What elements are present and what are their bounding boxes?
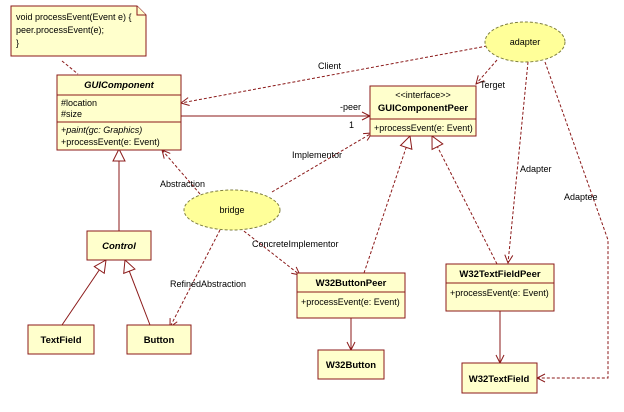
gui-component-attr-size: #size xyxy=(61,109,82,119)
gui-component-op-paint: +paint(gc: Graphics) xyxy=(61,125,142,135)
w32-button-peer-op: +processEvent(e: Event) xyxy=(301,297,400,307)
class-text-field[interactable]: TextField xyxy=(27,324,95,355)
button-name: Button xyxy=(144,335,175,346)
control-name: Control xyxy=(102,241,136,252)
concrete-implementor-role-label: ConcreteImplementor xyxy=(252,239,339,249)
gui-component-peer-name: GUIComponentPeer xyxy=(378,103,469,114)
text-field-name: TextField xyxy=(41,335,82,346)
client-dependency xyxy=(181,45,488,103)
adapter-label: adapter xyxy=(510,37,541,47)
concrete-implementor-dependency xyxy=(239,227,300,275)
gui-component-peer-op: +processEvent(e: Event) xyxy=(374,123,473,133)
class-w32-button-peer[interactable]: W32ButtonPeer +processEvent(e: Event) xyxy=(296,272,406,319)
w32buttonpeer-realization xyxy=(363,134,413,274)
gui-component-peer-stereotype: <<interface>> xyxy=(395,90,451,100)
w32-text-field-peer-op: +processEvent(e: Event) xyxy=(450,288,549,298)
note-line-2: peer.processEvent(e); xyxy=(16,25,104,35)
adapter-role-label: Adapter xyxy=(520,164,552,174)
code-note: void processEvent(Event e) { peer.proces… xyxy=(10,5,147,57)
textfield-generalization xyxy=(61,259,107,326)
peer-role-label: -peer xyxy=(340,102,361,112)
w32-button-peer-name: W32ButtonPeer xyxy=(316,278,387,289)
class-gui-component[interactable]: GUIComponent #location #size +paint(gc: … xyxy=(56,74,182,151)
w32textfieldpeer-realization xyxy=(431,135,498,265)
gui-component-op-process-event: +processEvent(e: Event) xyxy=(61,137,160,147)
implementor-dependency xyxy=(271,133,372,193)
interface-gui-component-peer[interactable]: <<interface>> GUIComponentPeer +processE… xyxy=(369,85,477,137)
collaboration-adapter[interactable]: adapter xyxy=(484,21,566,63)
multiplicity-label: 1 xyxy=(349,120,354,130)
class-control[interactable]: Control xyxy=(86,230,152,261)
button-generalization xyxy=(123,258,151,326)
bridge-label: bridge xyxy=(219,205,244,215)
gui-component-name: GUIComponent xyxy=(84,80,154,91)
note-link xyxy=(61,60,79,75)
refined-abstraction-dependency xyxy=(170,229,221,327)
implementor-role-label: Implementor xyxy=(292,150,342,160)
class-button[interactable]: Button xyxy=(126,324,192,355)
note-line-1: void processEvent(Event e) { xyxy=(16,12,132,22)
adapter-dependency xyxy=(508,61,529,263)
gui-component-attr-location: #location xyxy=(61,98,97,108)
w32-text-field-peer-name: W32TextFieldPeer xyxy=(459,269,540,280)
target-dependency xyxy=(476,59,498,84)
class-w32-text-field[interactable]: W32TextField xyxy=(461,362,538,394)
note-line-3: } xyxy=(16,38,19,48)
adaptee-role-label: Adaptee xyxy=(564,192,598,202)
class-w32-text-field-peer[interactable]: W32TextFieldPeer +processEvent(e: Event) xyxy=(445,263,555,312)
abstraction-role-label: Abstraction xyxy=(160,179,205,189)
client-role-label: Client xyxy=(318,61,342,71)
class-w32-button[interactable]: W32Button xyxy=(317,349,385,380)
refined-abstraction-role-label: RefinedAbstraction xyxy=(170,279,246,289)
target-role-label: Terget xyxy=(480,80,506,90)
adaptee-dependency xyxy=(537,61,609,378)
w32-button-name: W32Button xyxy=(326,360,376,371)
collaboration-bridge[interactable]: bridge xyxy=(183,189,281,231)
w32-text-field-name: W32TextField xyxy=(469,374,530,385)
